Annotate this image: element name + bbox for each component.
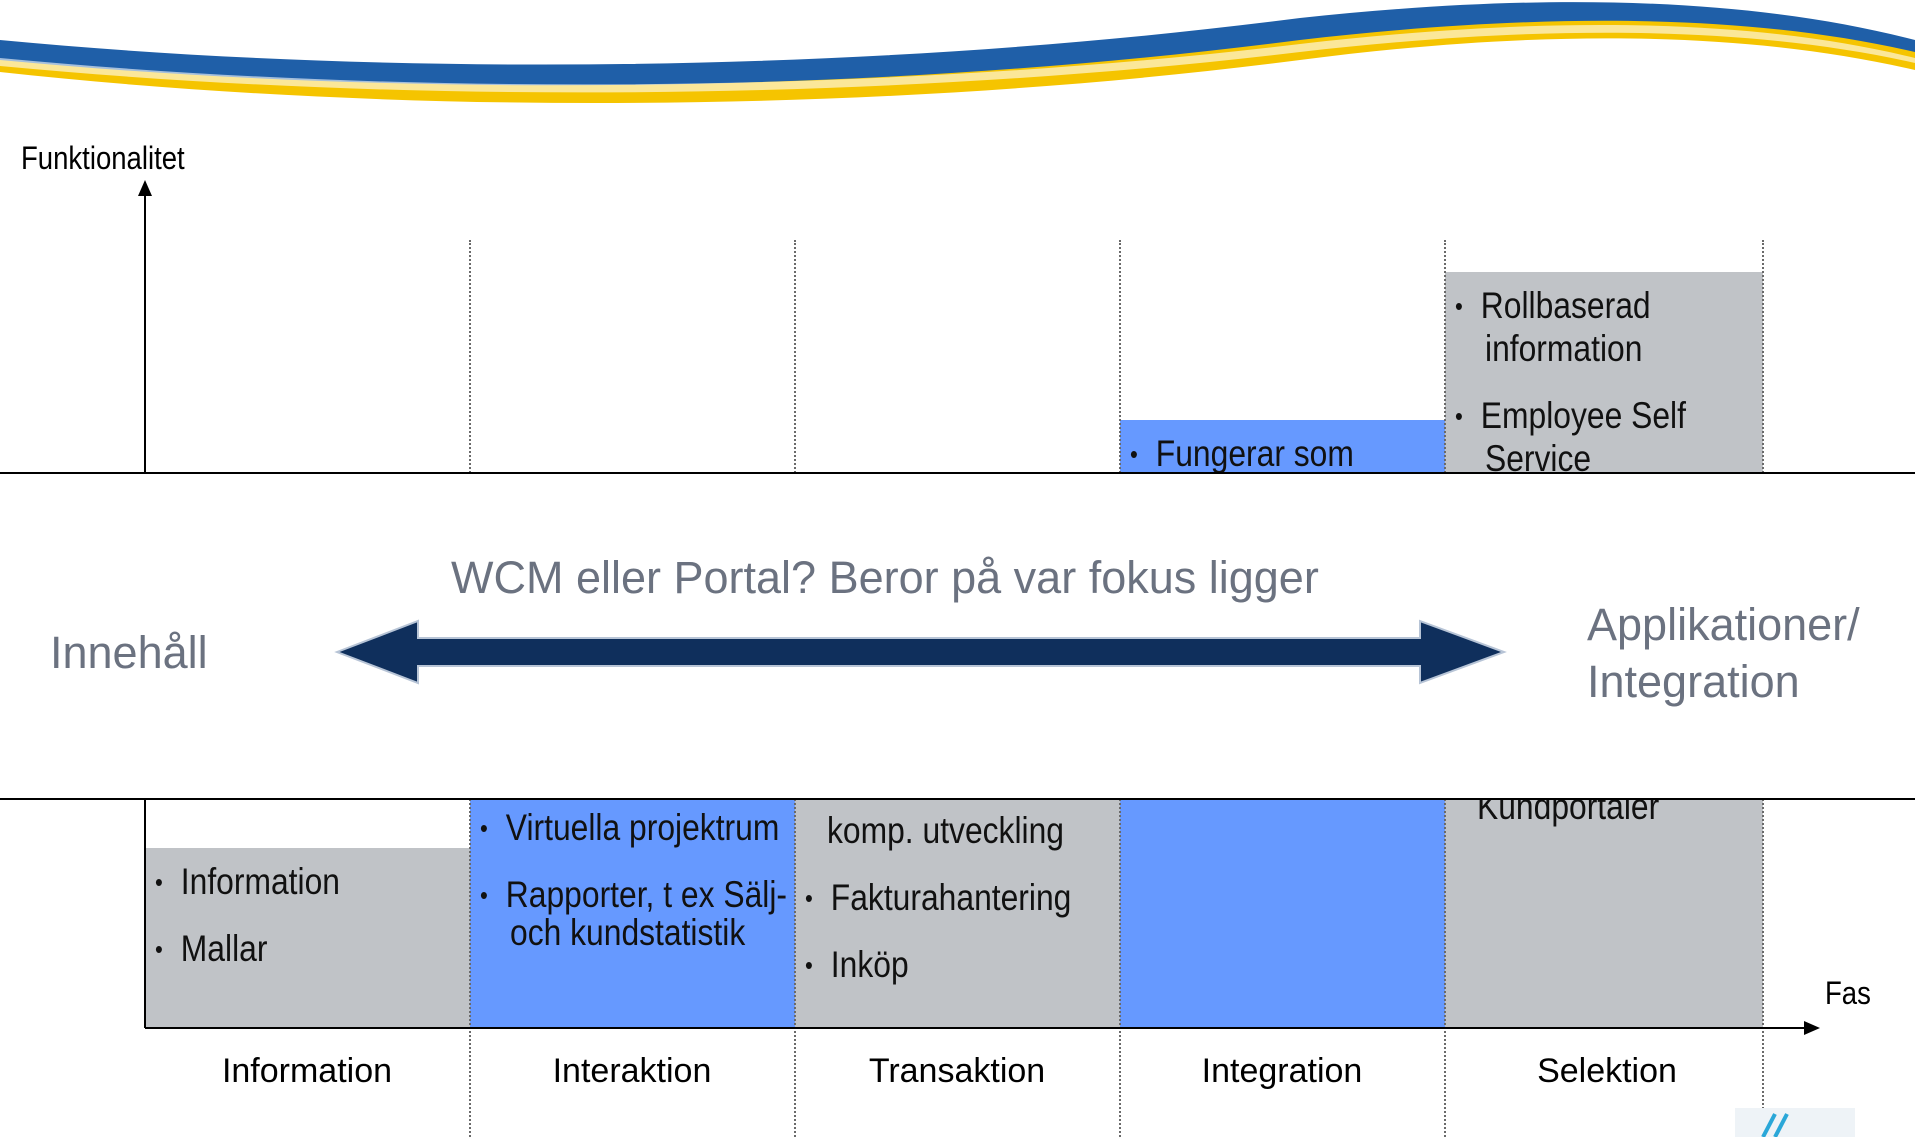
- block-item: Fungerar som: [1130, 432, 1401, 476]
- phase-label-interaktion: Interaktion: [552, 1052, 712, 1090]
- phase-label-transaktion: Transaktion: [868, 1052, 1046, 1090]
- overlay-right-label-line: Applikationer/: [1587, 599, 1860, 650]
- double-arrow: [334, 619, 1507, 685]
- phase-label-integration: Integration: [1201, 1052, 1363, 1090]
- overlay-left-label: Innehåll: [50, 627, 208, 678]
- block-item: Fakturahantering: [805, 876, 1076, 920]
- block-item-continuation: komp. utveckling: [827, 810, 1064, 851]
- block-interaktion: Virtuella projektrum Rapporter, t ex Säl…: [470, 796, 795, 1028]
- overlay-band: WCM eller Portal? Beror på var fokus lig…: [0, 472, 1915, 800]
- header-swoosh-decoration: [0, 2, 1915, 104]
- block-information: Information Mallar: [145, 848, 470, 1028]
- block-item: Information: [155, 860, 426, 904]
- block-transaktion: komp. utveckling Fakturahantering Inköp: [795, 796, 1120, 1028]
- block-item: Virtuella projektrum: [480, 806, 779, 850]
- overlay-right-label-line: Integration: [1587, 656, 1800, 707]
- overlay-question: WCM eller Portal? Beror på var fokus lig…: [451, 552, 1319, 603]
- x-axis-label: Fas: [1825, 975, 1871, 1011]
- logo-fragment: [1735, 1108, 1855, 1137]
- phase-label-information: Information: [221, 1052, 393, 1090]
- block-item: Rollbaserad: [1455, 284, 1720, 328]
- overlay-right-label: Applikationer/ Integration: [1587, 596, 1860, 710]
- block-item: Rapporter, t ex Sälj-: [480, 873, 787, 917]
- x-axis-arrowhead: [1804, 1021, 1820, 1035]
- block-item-continuation: information: [1485, 328, 1643, 369]
- y-axis-label: Funktionalitet: [21, 140, 185, 176]
- block-item: Employee Self: [1455, 394, 1686, 438]
- y-axis-arrowhead: [138, 180, 152, 196]
- phase-label-selektion: Selektion: [1537, 1052, 1677, 1090]
- block-item: Inköp: [805, 943, 1076, 987]
- block-item-continuation: och kundstatistik: [510, 912, 746, 953]
- block-item: Mallar: [155, 927, 426, 971]
